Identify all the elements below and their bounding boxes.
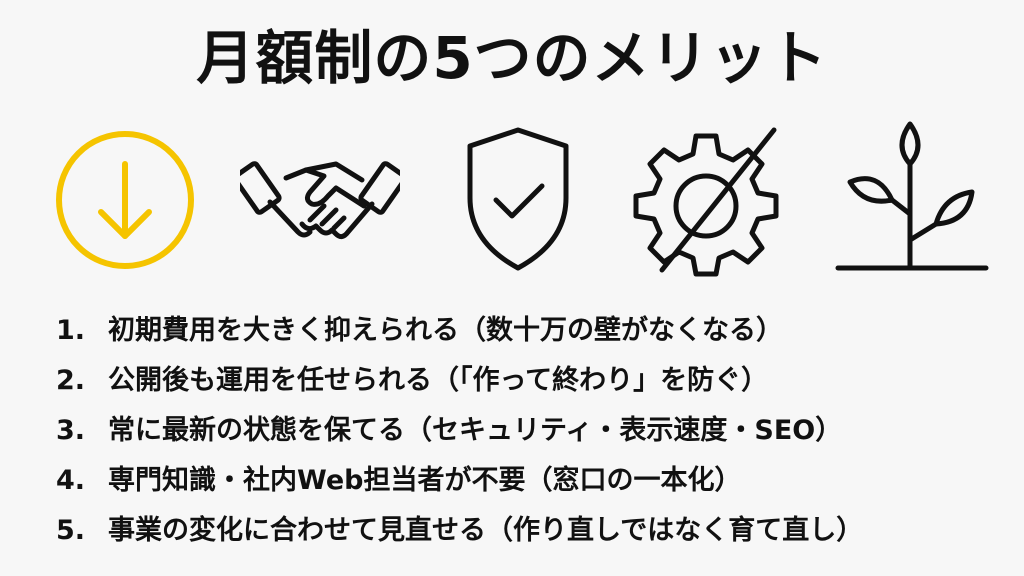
item-number: 5.	[56, 515, 86, 546]
item-number: 3.	[56, 415, 86, 446]
item-text: 公開後も運用を任せられる（「作って終わり」を防ぐ）	[108, 365, 769, 396]
download-icon	[45, 120, 205, 280]
item-text: 常に最新の状態を保てる（セキュリティ・表示速度・SEO）	[108, 415, 843, 446]
item-text: 初期費用を大きく抑えられる（数十万の壁がなくなる）	[108, 315, 783, 346]
list-item: 5. 事業の変化に合わせて見直せる（作り直しではなく育て直し）	[56, 506, 996, 556]
benefit-list: 1. 初期費用を大きく抑えられる（数十万の壁がなくなる） 2. 公開後も運用を任せら…	[56, 306, 996, 556]
shield-check-icon	[438, 120, 598, 280]
item-number: 2.	[56, 365, 86, 396]
list-item: 3. 常に最新の状態を保てる（セキュリティ・表示速度・SEO）	[56, 406, 996, 456]
icon-row	[0, 120, 1024, 280]
handshake-icon	[240, 120, 400, 280]
sprout-icon	[832, 120, 992, 280]
list-item: 1. 初期費用を大きく抑えられる（数十万の壁がなくなる）	[56, 306, 996, 356]
item-text: 事業の変化に合わせて見直せる（作り直しではなく育て直し）	[108, 515, 864, 546]
list-item: 4. 専門知識・社内Web担当者が不要（窓口の一本化）	[56, 456, 996, 506]
item-number: 1.	[56, 315, 86, 346]
gear-crossed-icon	[626, 120, 786, 280]
page-title: 月額制の5つのメリット	[196, 24, 828, 92]
item-number: 4.	[56, 465, 86, 496]
item-text: 専門知識・社内Web担当者が不要（窓口の一本化）	[108, 465, 742, 496]
list-item: 2. 公開後も運用を任せられる（「作って終わり」を防ぐ）	[56, 356, 996, 406]
